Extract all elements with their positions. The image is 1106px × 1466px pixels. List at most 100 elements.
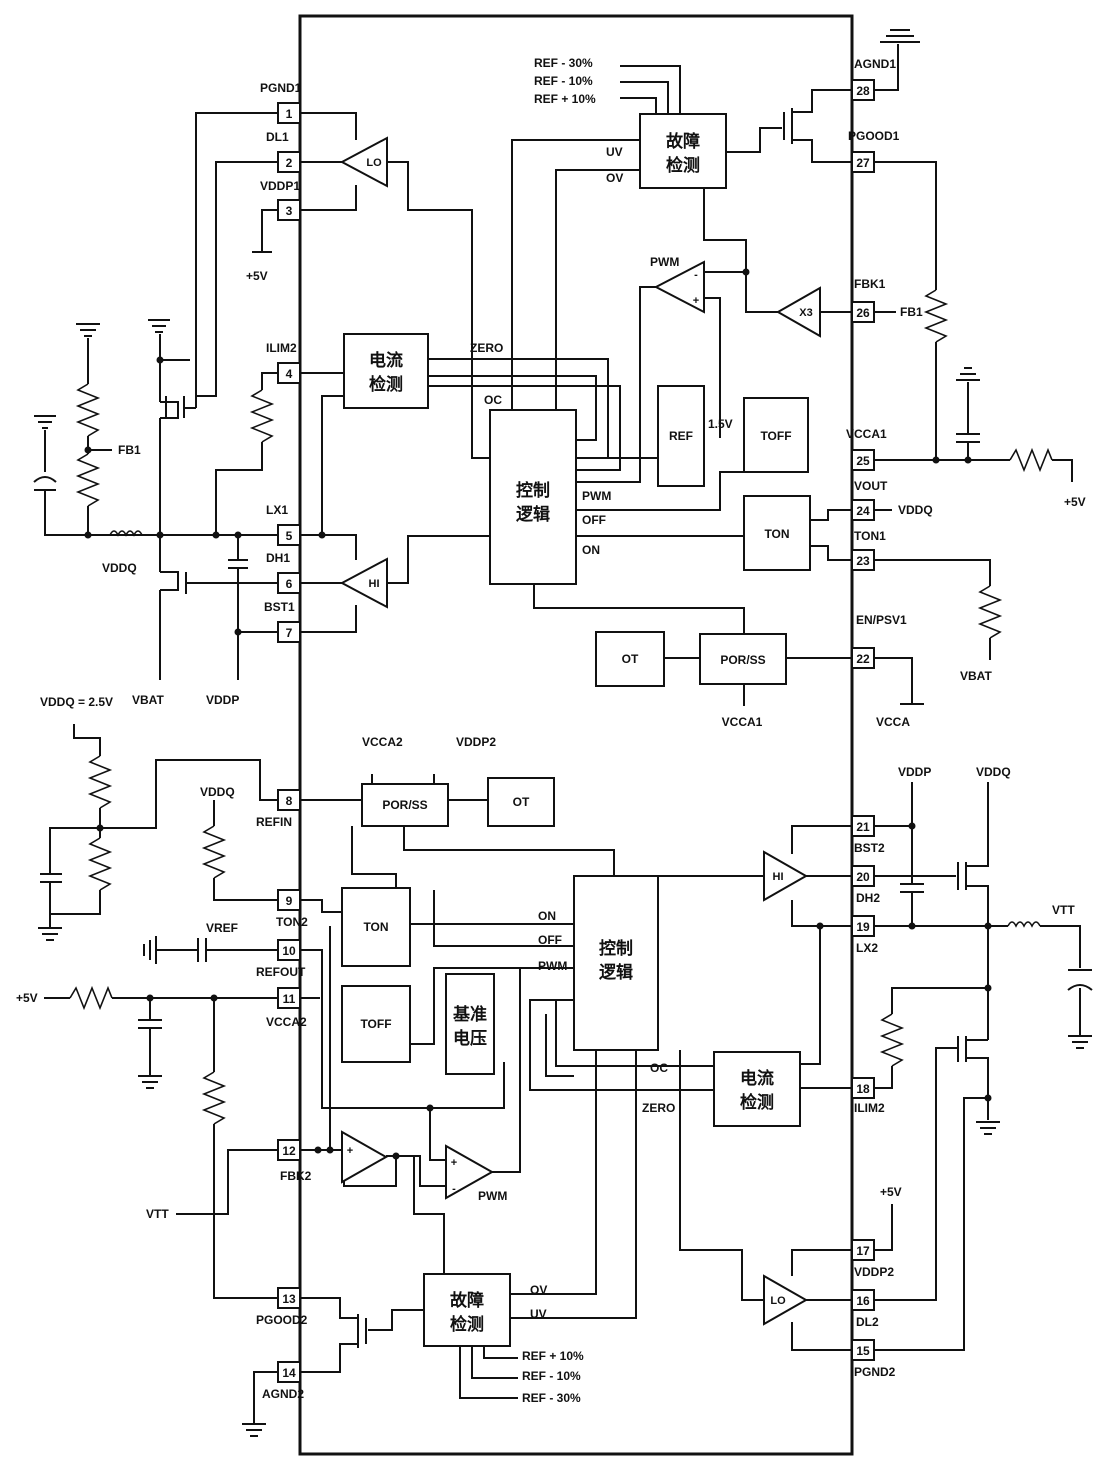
svg-text:REF + 10%: REF + 10% — [534, 92, 596, 106]
driver-hi-2: HI — [763, 850, 809, 902]
svg-text:REF - 10%: REF - 10% — [534, 74, 593, 88]
external-circuit-left-upper: +5V VBAT VDDQ — [33, 112, 278, 707]
pin-number: 13 — [282, 1292, 296, 1306]
pin-number: 5 — [286, 529, 293, 543]
svg-text:+: + — [451, 1157, 457, 1169]
svg-text:ON: ON — [582, 543, 600, 557]
pin-number: 8 — [286, 794, 293, 808]
svg-text:VDDQ: VDDQ — [200, 785, 235, 799]
ground-icon — [34, 415, 56, 429]
svg-text:控制: 控制 — [516, 480, 550, 501]
driver-hi-1: HI — [339, 557, 388, 609]
svg-text:VDDP: VDDP — [898, 765, 931, 779]
block-current-sense-2: 电流 检测 — [713, 1051, 801, 1127]
pin-5: 5 LX1 — [266, 503, 301, 546]
svg-text:PWM: PWM — [650, 255, 679, 269]
pin-label: TON1 — [854, 529, 886, 543]
svg-text:VDDP: VDDP — [206, 693, 239, 707]
block-fault-detect-2: 故障 检测 — [423, 1273, 511, 1347]
svg-text:VDDQ: VDDQ — [976, 765, 1011, 779]
svg-text:VDDQ: VDDQ — [102, 561, 137, 575]
pin-number: 17 — [856, 1244, 870, 1258]
svg-text:REF - 30%: REF - 30% — [522, 1391, 581, 1405]
external-circuit-left-lower: VDDQ = 2.5V VDDQ VREF — [16, 695, 278, 1437]
pin-label: FBK1 — [854, 277, 886, 291]
pin-label: LX2 — [856, 941, 878, 955]
pin-label: AGND1 — [854, 57, 896, 71]
ground-icon — [76, 323, 100, 337]
block-ot-1: OT — [595, 631, 665, 687]
svg-text:UV: UV — [530, 1307, 547, 1321]
internal-wiring-upper — [300, 65, 852, 706]
svg-text:REF - 30%: REF - 30% — [534, 56, 593, 70]
pin-number: 28 — [856, 84, 870, 98]
pin-number: 7 — [286, 626, 293, 640]
block-ton-1: TON — [743, 495, 811, 571]
pin-number: 12 — [282, 1144, 296, 1158]
svg-text:ZERO: ZERO — [642, 1101, 675, 1115]
svg-text:TON: TON — [363, 920, 388, 934]
pin-label: LX1 — [266, 503, 288, 517]
driver-lo-1: LO — [339, 136, 388, 188]
svg-text:控制: 控制 — [599, 938, 633, 959]
svg-text:ZERO: ZERO — [470, 341, 503, 355]
pin-label: EN/PSV1 — [856, 613, 907, 627]
svg-text:VTT: VTT — [1052, 903, 1075, 917]
svg-text:OC: OC — [484, 393, 502, 407]
svg-text:PWM: PWM — [478, 1189, 507, 1203]
svg-text:ON: ON — [538, 909, 556, 923]
svg-text:TOFF: TOFF — [760, 429, 791, 443]
svg-text:OC: OC — [650, 1061, 668, 1075]
block-current-sense-1: 电流 检测 — [343, 333, 429, 409]
pin-number: 27 — [856, 156, 870, 170]
svg-text:FB1: FB1 — [900, 305, 923, 319]
comparator-pwm-2: + - — [445, 1144, 495, 1200]
pin-label: VDDP2 — [854, 1265, 894, 1279]
pin-number: 3 — [286, 204, 293, 218]
external-circuit-right-lower: VDDP VDDQ VTT — [874, 765, 1093, 1351]
svg-text:VDDP2: VDDP2 — [456, 735, 496, 749]
pin-label: ILIM2 — [266, 341, 297, 355]
pin-number: 26 — [856, 306, 870, 320]
ground-icon — [143, 936, 157, 964]
ground-icon — [880, 29, 920, 43]
pin-7: 7 BST1 — [264, 600, 301, 643]
svg-text:基准: 基准 — [452, 1004, 487, 1025]
svg-text:OV: OV — [606, 171, 623, 185]
pin-label: BST1 — [264, 600, 295, 614]
pin-label: PGND1 — [260, 81, 302, 95]
pin-label: TON2 — [276, 915, 308, 929]
amplifier-x3: X3 — [775, 286, 821, 338]
svg-text:OFF: OFF — [582, 513, 606, 527]
svg-text:HI: HI — [369, 578, 380, 590]
block-ref-1: REF — [657, 385, 705, 487]
block-ot-2: OT — [487, 777, 555, 827]
svg-text:+5V: +5V — [880, 1185, 902, 1199]
svg-text:OT: OT — [622, 652, 639, 666]
svg-text:OFF: OFF — [538, 933, 562, 947]
svg-text:HI: HI — [773, 871, 784, 883]
svg-text:POR/SS: POR/SS — [382, 798, 427, 812]
svg-text:电压: 电压 — [453, 1028, 487, 1049]
pin-label: BST2 — [854, 841, 885, 855]
block-ton-2: TON — [341, 887, 411, 967]
svg-text:-: - — [452, 1183, 456, 1195]
pin-28: 28 AGND1 — [851, 57, 896, 101]
block-reference-voltage-2: 基准 电压 — [445, 973, 495, 1075]
svg-text:VDDQ: VDDQ — [898, 503, 933, 517]
pin-number: 4 — [286, 367, 293, 381]
block-por-ss-1: POR/SS — [699, 633, 787, 685]
svg-text:VDDQ = 2.5V: VDDQ = 2.5V — [40, 695, 113, 709]
svg-text:TON: TON — [764, 527, 789, 541]
svg-text:+5V: +5V — [16, 991, 38, 1005]
svg-text:OT: OT — [513, 795, 530, 809]
external-circuit-right-upper: FB1 +5V VDDQ VBAT VCCA — [874, 29, 1086, 729]
